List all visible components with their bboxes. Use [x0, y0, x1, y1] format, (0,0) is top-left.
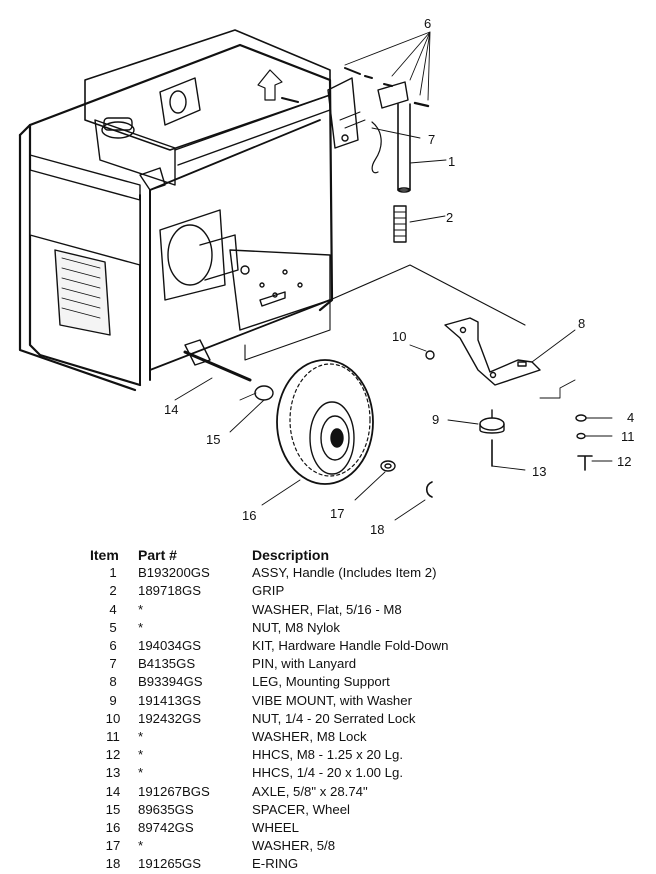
part-number: * — [138, 619, 144, 635]
table-row: 13 * HHCS, 1/4 - 20 x 1.00 Lg. — [90, 764, 448, 782]
part-number: 191265GS — [138, 856, 202, 872]
part-description: VIBE MOUNT, with Washer — [252, 692, 412, 708]
header-part-number: Part # — [138, 547, 177, 563]
part-number: 192432GS — [138, 710, 202, 726]
table-row: 12 * HHCS, M8 - 1.25 x 20 Lg. — [90, 746, 448, 764]
part-number: B4135GS — [138, 656, 196, 672]
part-description: NUT, 1/4 - 20 Serrated Lock — [252, 710, 416, 726]
part-number: 194034GS — [138, 638, 202, 654]
header-description: Description — [252, 547, 330, 563]
callout-2: 2 — [446, 210, 453, 225]
table-row: 4 * WASHER, Flat, 5/16 - M8 — [90, 601, 448, 619]
mounting-leg — [409, 317, 613, 471]
item-number: 6 — [109, 638, 117, 654]
part-description: HHCS, 1/4 - 20 x 1.00 Lg. — [252, 765, 403, 781]
table-row: 16 89742GS WHEEL — [90, 819, 448, 837]
item-number: 15 — [105, 801, 121, 817]
callout-17: 17 — [330, 506, 344, 521]
table-row: 6 194034GS KIT, Hardware Handle Fold-Down — [90, 637, 448, 655]
callout-14: 14 — [164, 402, 178, 417]
part-description: WASHER, Flat, 5/16 - M8 — [252, 601, 402, 617]
part-description: GRIP — [252, 583, 285, 599]
item-number: 5 — [109, 619, 117, 635]
callout-11: 11 — [621, 429, 635, 444]
part-number: 89742GS — [138, 820, 194, 836]
part-number: 191267BGS — [138, 783, 210, 799]
item-number: 9 — [109, 692, 117, 708]
table-row: 7 B4135GS PIN, with Lanyard — [90, 655, 448, 673]
table-header-row: Item Part # Description — [90, 546, 448, 564]
item-number: 4 — [109, 601, 117, 617]
callout-labels: 6 7 1 2 8 10 4 9 11 12 13 14 15 16 17 18 — [164, 16, 635, 537]
table-row: 9 191413GS VIBE MOUNT, with Washer — [90, 692, 448, 710]
item-number: 12 — [105, 747, 121, 763]
callout-7: 7 — [428, 132, 435, 147]
part-description: SPACER, Wheel — [252, 801, 350, 817]
part-number: * — [138, 838, 144, 854]
callout-1: 1 — [448, 154, 455, 169]
part-description: ASSY, Handle (Includes Item 2) — [252, 565, 437, 581]
table-row: 17 * WASHER, 5/8 — [90, 837, 448, 855]
part-number: B93394GS — [138, 674, 203, 690]
item-number: 8 — [109, 674, 117, 690]
item-number: 7 — [109, 656, 117, 672]
part-number: 191413GS — [138, 692, 202, 708]
part-number: * — [138, 601, 144, 617]
callout-16: 16 — [242, 508, 256, 523]
item-number: 16 — [105, 820, 121, 836]
table-row: 5 * NUT, M8 Nylok — [90, 619, 448, 637]
item-number: 11 — [106, 729, 120, 745]
item-number: 18 — [105, 856, 121, 872]
item-number: 14 — [105, 783, 121, 799]
part-description: WASHER, M8 Lock — [252, 729, 367, 745]
table-row: 10 192432GS NUT, 1/4 - 20 Serrated Lock — [90, 710, 448, 728]
part-description: LEG, Mounting Support — [252, 674, 390, 690]
axle-and-wheel — [174, 350, 433, 521]
table-row: 11 * WASHER, M8 Lock — [90, 728, 448, 746]
item-number: 10 — [105, 710, 121, 726]
header-item: Item — [90, 547, 119, 563]
callout-9: 9 — [432, 412, 439, 427]
callout-10: 10 — [392, 329, 406, 344]
part-description: WHEEL — [252, 820, 299, 836]
item-number: 17 — [105, 838, 121, 854]
callout-4: 4 — [627, 410, 634, 425]
part-number: 189718GS — [138, 583, 202, 599]
item-number: 1 — [109, 565, 117, 581]
table-row: 1 B193200GS ASSY, Handle (Includes Item 2) — [90, 564, 448, 582]
callout-12: 12 — [617, 454, 631, 469]
item-number: 2 — [109, 583, 117, 599]
table-row: 14 191267BGS AXLE, 5/8" x 28.74" — [90, 783, 448, 801]
part-description: PIN, with Lanyard — [252, 656, 357, 672]
item-number: 13 — [105, 765, 121, 781]
part-description: KIT, Hardware Handle Fold-Down — [252, 638, 449, 654]
part-description: WASHER, 5/8 — [252, 838, 336, 854]
part-number: * — [138, 765, 144, 781]
table-row: 2 189718GS GRIP — [90, 582, 448, 600]
generator-frame — [18, 29, 526, 392]
callout-18: 18 — [370, 522, 384, 537]
table-row: 15 89635GS SPACER, Wheel — [90, 801, 448, 819]
callout-13: 13 — [532, 464, 546, 479]
parts-list-table: Item Part # Description 1 B193200GS ASSY, … — [90, 546, 448, 874]
part-number: * — [138, 747, 144, 763]
part-description: NUT, M8 Nylok — [252, 619, 340, 635]
table-row: 8 B93394GS LEG, Mounting Support — [90, 673, 448, 691]
callout-6: 6 — [424, 16, 431, 31]
part-number: * — [138, 729, 144, 745]
part-description: AXLE, 5/8" x 28.74" — [252, 783, 368, 799]
part-description: E-RING — [252, 856, 299, 872]
callout-8: 8 — [578, 316, 585, 331]
table-row: 18 191265GS E-RING — [90, 855, 448, 873]
callout-15: 15 — [206, 432, 220, 447]
handle-assembly — [281, 31, 447, 243]
part-description: HHCS, M8 - 1.25 x 20 Lg. — [252, 747, 403, 763]
part-number: 89635GS — [138, 801, 194, 817]
exploded-parts-diagram: 6 7 1 2 8 10 4 9 11 12 13 14 15 16 17 18 — [18, 16, 635, 537]
part-number: B193200GS — [138, 565, 210, 581]
